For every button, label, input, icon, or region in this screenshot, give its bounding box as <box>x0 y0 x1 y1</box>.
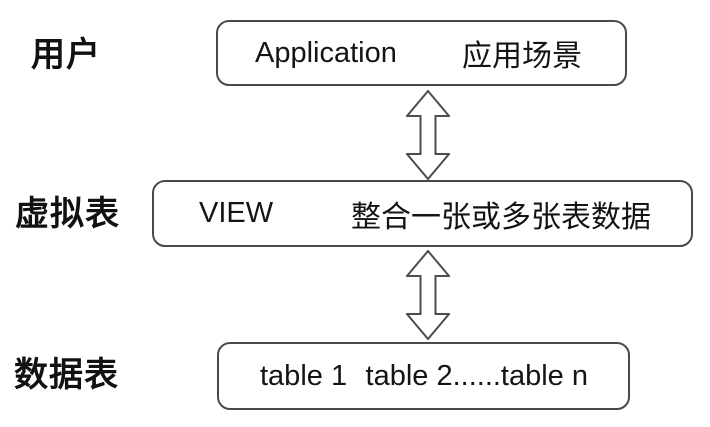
tables-box-right-text: table 2......table n <box>365 359 588 392</box>
view-box-right-text: 整合一张或多张表数据 <box>351 200 651 234</box>
tables-box: table 1 table 2......table n <box>217 342 630 410</box>
tables-box-left-text: table 1 <box>260 359 348 392</box>
view-box-left-text: VIEW <box>199 197 274 229</box>
row-label-data-table: 数据表 <box>14 356 119 394</box>
application-box-right-text: 应用场景 <box>462 40 582 73</box>
row-label-user: 用户 <box>31 36 101 74</box>
view-box: VIEW 整合一张或多张表数据 <box>152 180 693 247</box>
application-box: Application 应用场景 <box>216 20 627 86</box>
double-arrow-icon <box>406 90 450 180</box>
double-arrow-icon <box>406 250 450 340</box>
application-box-left-text: Application <box>255 36 397 69</box>
row-label-virtual-table: 虚拟表 <box>15 195 120 233</box>
